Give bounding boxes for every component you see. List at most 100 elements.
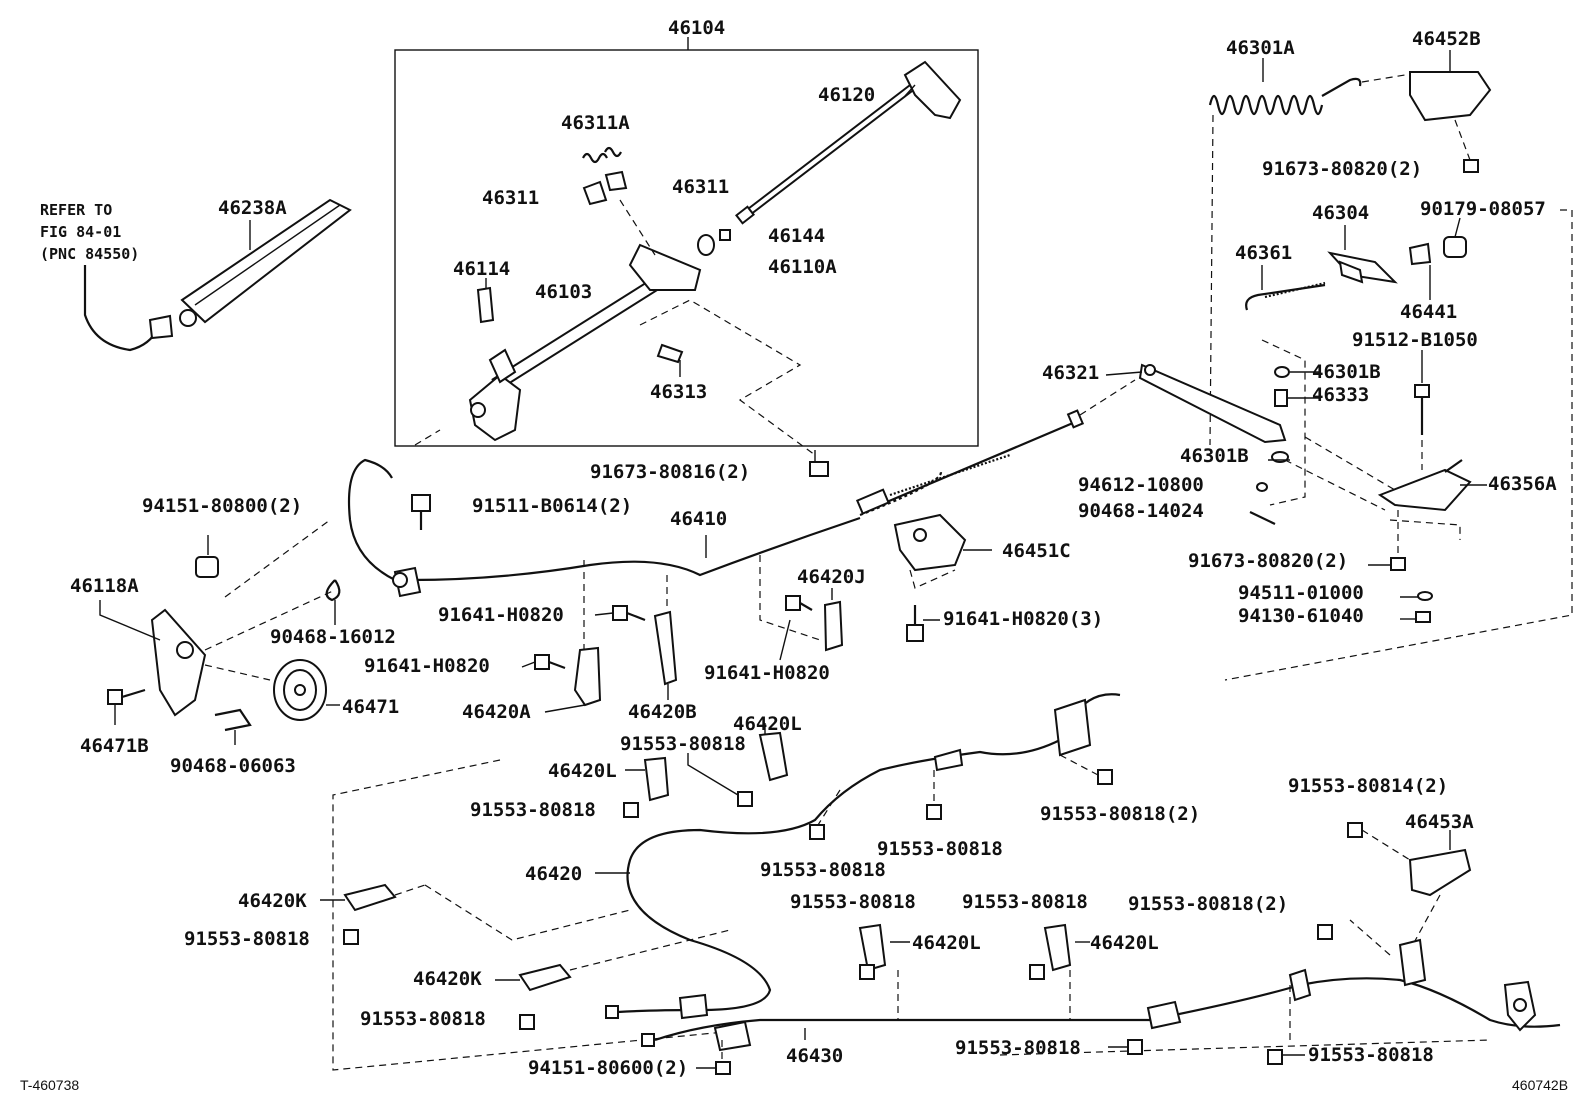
bolt-91511-B0614 [411,494,431,530]
bolt-46313 [656,343,684,377]
label-91553-80818-k2: 91553-80818 [360,1008,486,1030]
clip-46304 [1327,251,1398,284]
bushing-46441 [1408,242,1432,266]
bracket-46238A [179,198,352,327]
bracket-46420A [573,646,602,707]
bolt-91553-80818-b1 [1127,1039,1143,1055]
bracket-46420L-m1 [858,923,887,980]
label-91553-80818-2-r: 91553-80818(2) [1128,893,1288,915]
label-46118A: 46118A [70,575,139,597]
label-46410: 46410 [670,508,727,530]
label-91641-H0820-b: 91641-H0820 [364,655,490,677]
bolt-91553-80818-left [623,802,639,818]
bracket-cable-46430-r [1288,968,1312,1002]
rod-46361 [1245,281,1326,311]
label-46430: 46430 [786,1045,843,1067]
cable-46410 [347,409,1085,598]
label-46110A: 46110A [768,256,837,278]
label-46420A: 46420A [462,701,531,723]
label-91673-80816: 91673-80816(2) [590,461,750,483]
bolt-91641-H0820-b [534,654,566,670]
label-46238A: 46238A [218,197,287,219]
reference-note-line-2: FIG 84-01 [40,223,121,241]
reference-note: REFER TO FIG 84-01 (PNC 84550) [40,201,139,263]
label-46452B: 46452B [1412,28,1481,50]
label-91641-H0820-3: 91641-H0820(3) [943,608,1103,630]
label-94151-80600: 94151-80600(2) [528,1057,688,1079]
washer-46301B-a [1274,366,1290,378]
lever-rod-46120 [735,60,962,225]
bolt-91641-H0820-c [785,595,813,611]
label-91553-80818-left: 91553-80818 [470,799,596,821]
label-91553-80818-c1: 91553-80818 [877,838,1003,860]
label-46420L-left: 46420L [548,760,617,782]
label-46311-right: 46311 [672,176,729,198]
label-46420L-m2: 46420L [1090,932,1159,954]
label-91553-80814: 91553-80814(2) [1288,775,1448,797]
label-90468-06063: 90468-06063 [170,755,296,777]
pulley-46471 [273,659,327,721]
lever-46321 [1138,363,1287,444]
label-91553-80818-c2: 91553-80818 [760,859,886,881]
lower-frame-dashed [332,759,1491,1071]
cable-46430 [641,977,1561,1052]
label-46311-left: 46311 [482,187,539,209]
label-46144: 46144 [768,225,825,247]
label-94612-10800: 94612-10800 [1078,474,1204,496]
label-91673-80820-top: 91673-80820(2) [1262,158,1422,180]
label-91553-80818-b1: 91553-80818 [955,1037,1081,1059]
pawl-46311-right [604,170,628,192]
label-46453A: 46453A [1405,811,1474,833]
pawl-46311-left [582,180,608,206]
reference-note-line-3: (PNC 84550) [40,245,139,263]
label-91553-80818-top: 91553-80818 [620,733,746,755]
washer-94511-01000 [1417,591,1433,601]
label-94511-01000: 94511-01000 [1238,582,1364,604]
label-46304: 46304 [1312,202,1369,224]
label-46321: 46321 [1042,362,1099,384]
bracket-46118A [150,608,207,717]
bolt-46471B [107,688,146,705]
clip-90468-06063 [214,708,252,732]
label-46313: 46313 [650,381,707,403]
bushing-46110A [697,234,715,256]
label-46420K-b: 46420K [413,968,482,990]
bracket-46451C [893,513,967,572]
label-46120: 46120 [818,84,875,106]
bolt-91673-80816 [809,450,829,477]
label-46311A: 46311A [561,112,630,134]
bracket-46356A [1377,459,1472,512]
label-94130-61040: 94130-61040 [1238,605,1364,627]
label-46356A: 46356A [1488,473,1557,495]
bracket-46420K-a [343,883,397,945]
pin-46144 [719,229,731,241]
bolt-91553-80818-c1 [926,804,942,820]
bolt-91673-80820-top [1463,159,1479,173]
label-46420K-a: 46420K [238,890,307,912]
footer-right-code: 460742B [1512,1077,1568,1093]
bracket-46452B [1409,71,1492,122]
collar-46333 [1274,389,1288,407]
label-46420B: 46420B [628,701,697,723]
nut-94130-61040 [1415,611,1431,623]
part-labels: 46104 46120 46311A 46311 46311 46144 461… [70,17,1557,1079]
pin-90468-14024 [1249,511,1276,525]
label-94151-80800: 94151-80800(2) [142,495,302,517]
bolt-91641-H0820-a [612,605,646,622]
label-91553-80818-k1: 91553-80818 [184,928,310,950]
label-91641-H0820-a: 91641-H0820 [438,604,564,626]
reference-note-line-1: REFER TO [40,201,112,219]
bracket-46420L-left [643,756,670,802]
label-90468-14024: 90468-14024 [1078,500,1204,522]
sub-assembly-frame [394,49,979,447]
nut-94151-80600 [715,1061,731,1075]
harness-ref-84550 [83,265,174,352]
label-46420J: 46420J [797,566,866,588]
label-46471: 46471 [342,696,399,718]
bolt-91673-80820-mid [1390,510,1406,571]
nut-94151-80800 [195,556,219,578]
bolt-91512-B1050 [1414,384,1430,435]
label-46301B-b: 46301B [1180,445,1249,467]
